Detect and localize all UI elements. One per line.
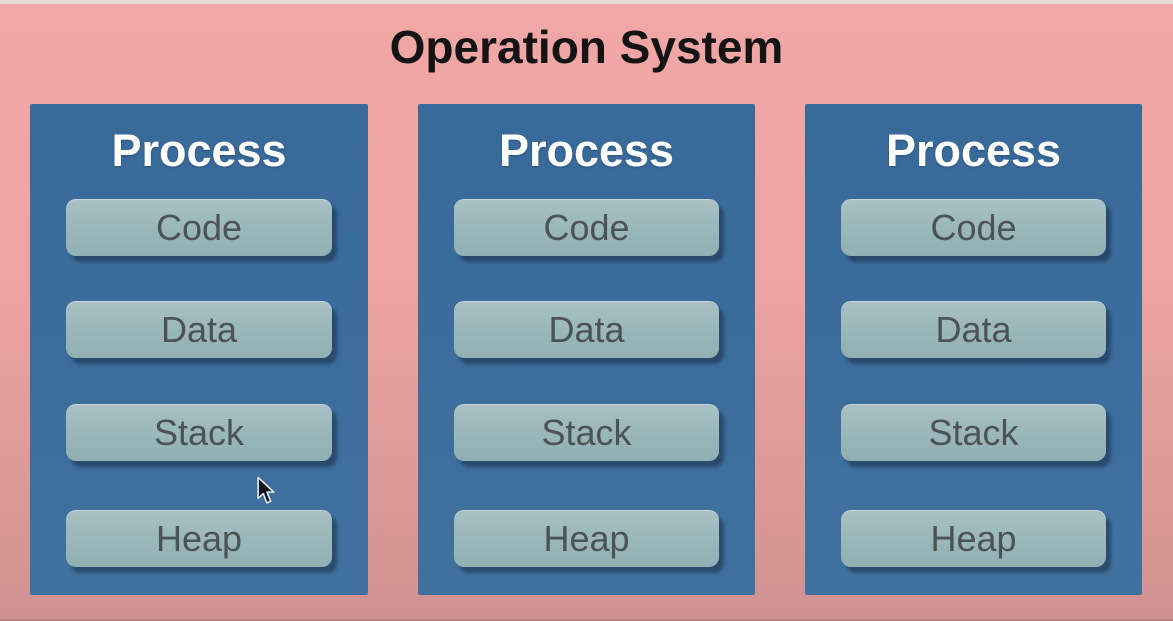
process-1-code-block: Code [66,199,332,256]
process-3-stack-block: Stack [841,404,1106,461]
bottom-edge-strip [0,619,1173,621]
process-2-stack-block: Stack [454,404,719,461]
process-3-code-block: Code [841,199,1106,256]
top-edge-strip [0,0,1173,4]
process-2-code-block: Code [454,199,719,256]
process-box-2: Process Code Data Stack Heap [418,104,755,595]
process-3-data-block: Data [841,301,1106,358]
process-1-stack-block: Stack [66,404,332,461]
process-1-heap-block: Heap [66,510,332,567]
page-title: Operation System [389,21,784,73]
process-2-label: Process [498,125,675,176]
process-3-heap-block: Heap [841,510,1106,567]
process-1-label: Process [111,125,287,176]
process-1-data-block: Data [66,301,332,358]
process-box-1: Process Code Data Stack Heap [30,104,368,595]
process-2-heap-block: Heap [454,510,719,567]
process-3-label: Process [885,125,1062,176]
process-2-data-block: Data [454,301,719,358]
process-box-3: Process Code Data Stack Heap [805,104,1142,595]
